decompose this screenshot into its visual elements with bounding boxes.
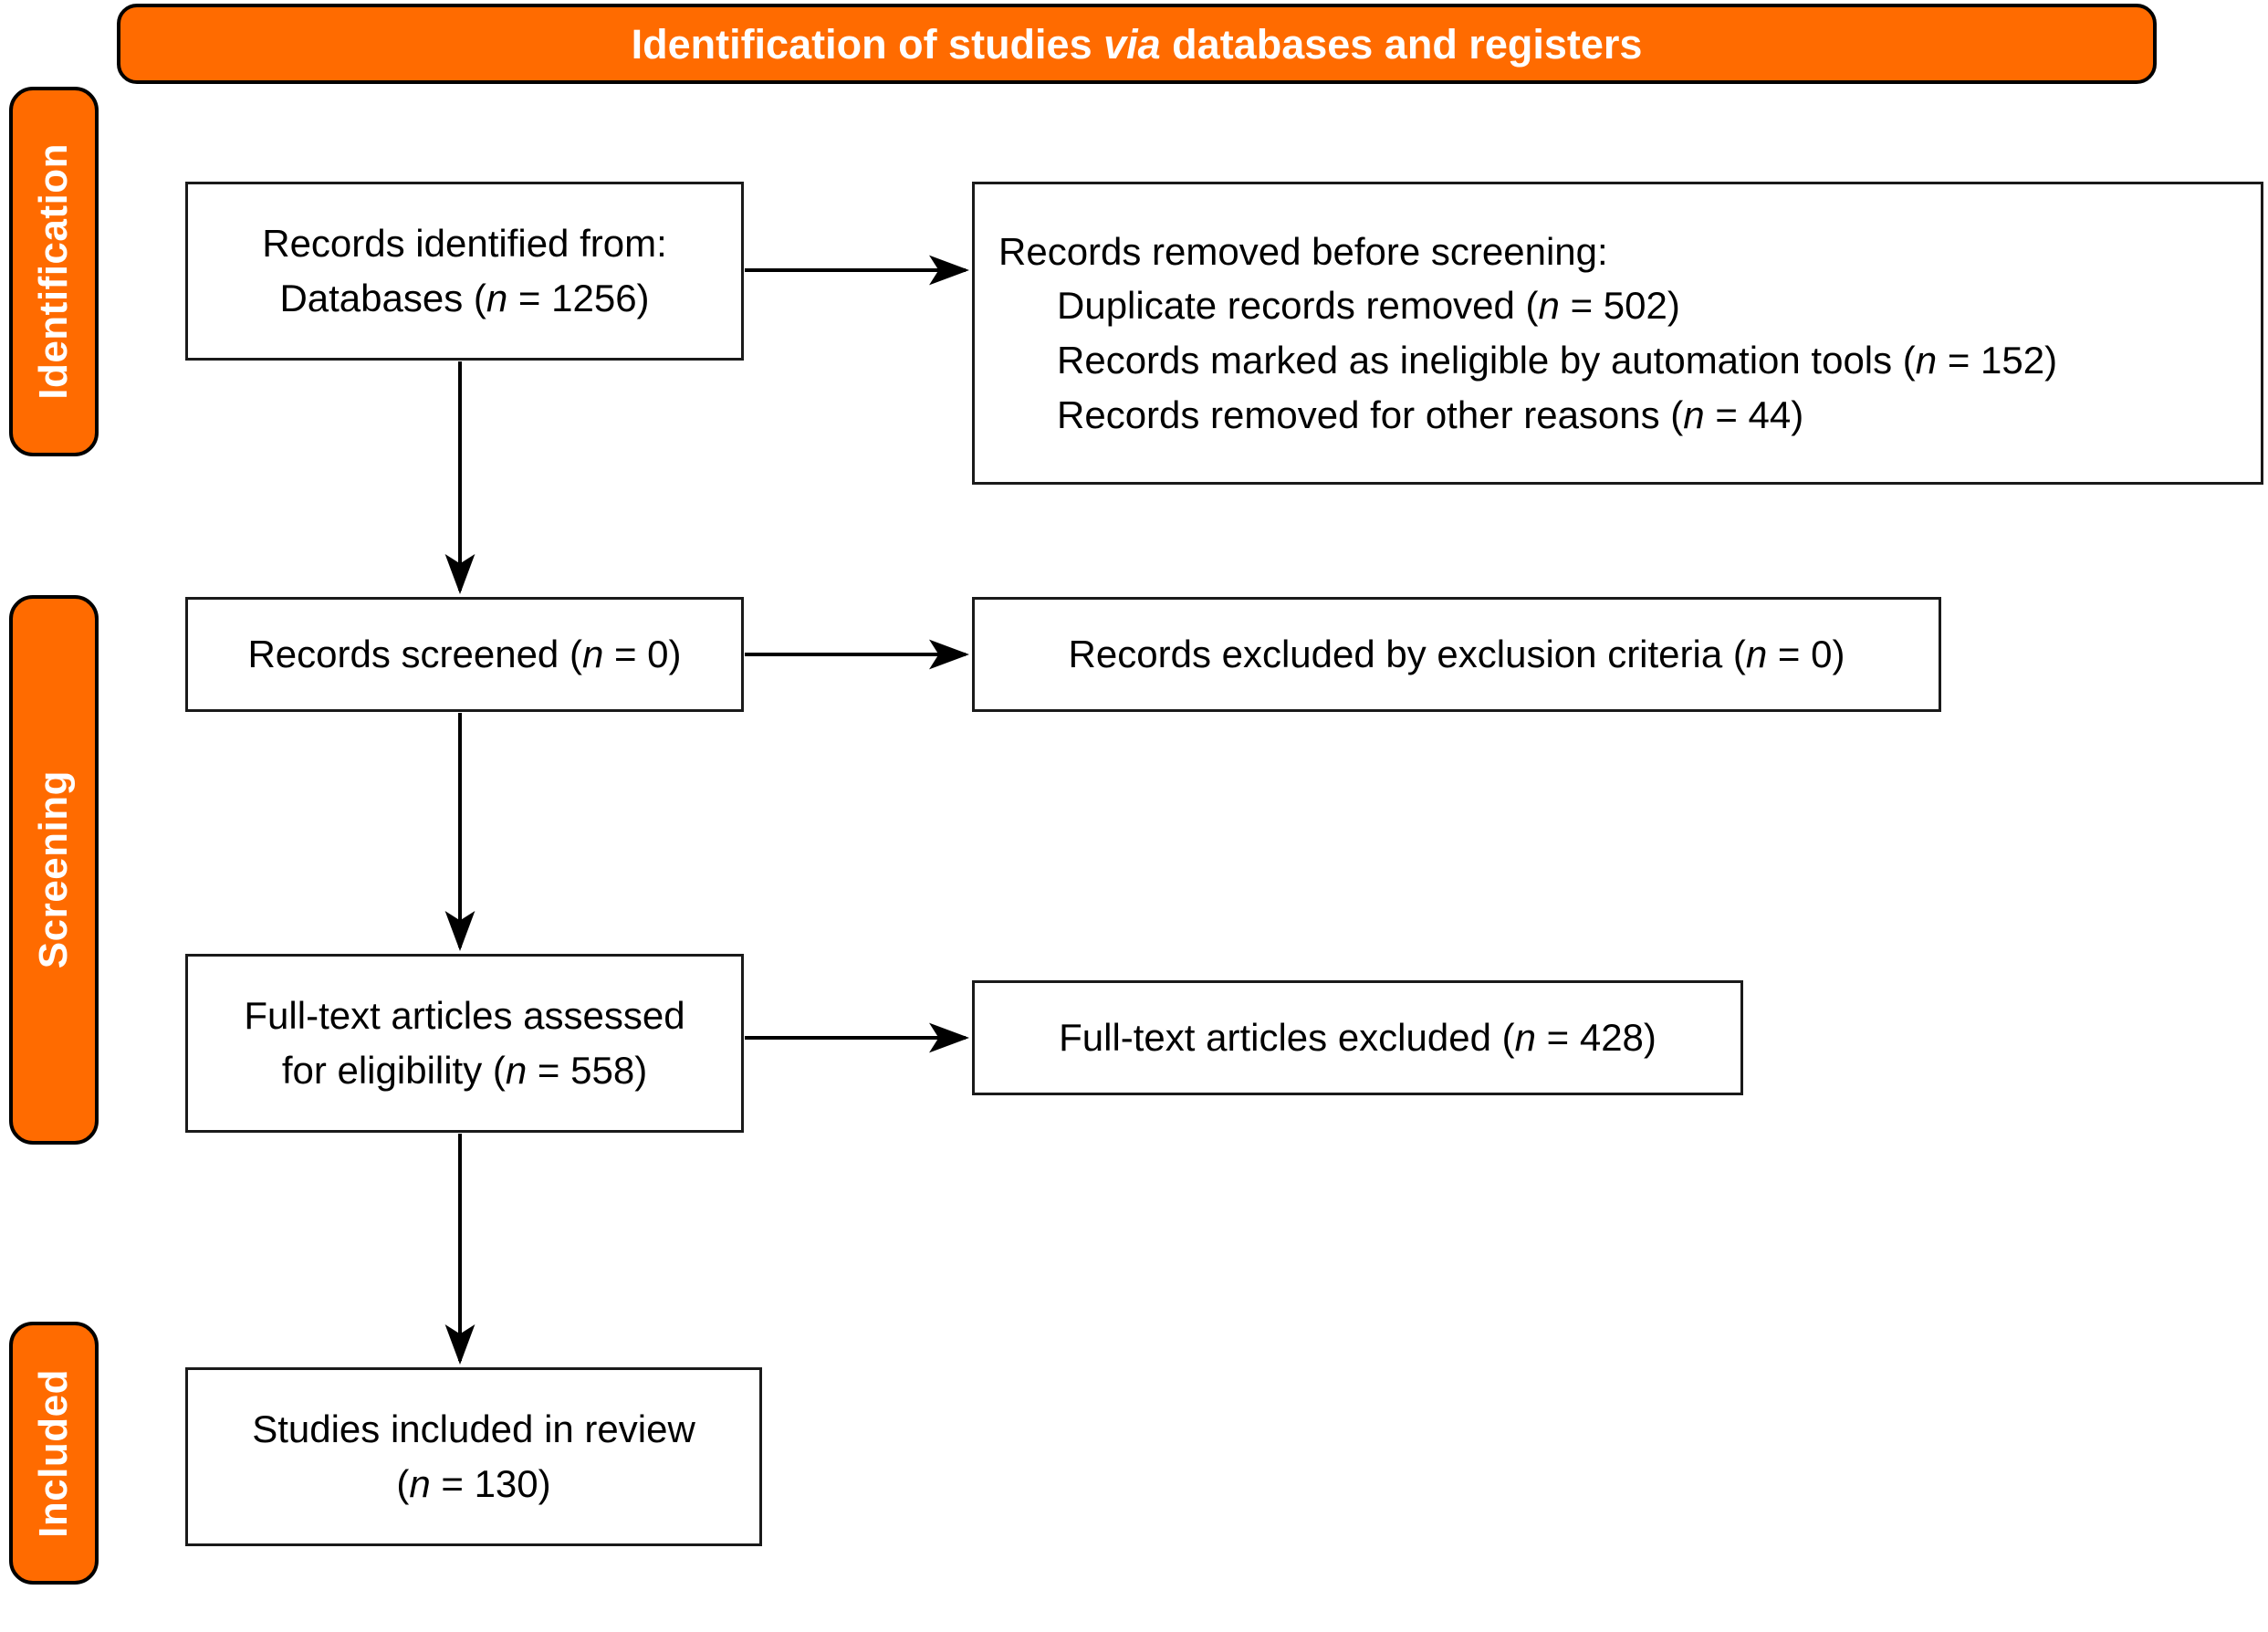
fulltext-excluded-line1-post: = 428) (1535, 1016, 1657, 1060)
records-screened-line1-post: = 0) (603, 633, 682, 676)
records-removed-item3-post: = 44) (1704, 392, 1804, 436)
records-excluded-line1: Records excluded by exclusion criteria (… (1069, 627, 1845, 682)
header-banner-title: Identification of studies via databases … (632, 24, 1643, 65)
records-removed-item2-post: = 152) (1937, 339, 2058, 382)
records-identified-line2-italic: n (486, 277, 508, 319)
records-removed-item2-pre: Records marked as ineligible by automati… (1057, 339, 1916, 382)
records-removed-item3-pre: Records removed for other reasons ( (1057, 392, 1684, 436)
records-excluded-line1-pre: Records excluded by exclusion criteria ( (1068, 633, 1746, 676)
banner-title-italic: via (1103, 20, 1161, 68)
studies-included-line2-post: = 130) (430, 1462, 551, 1505)
studies-included-line2-italic: n (409, 1462, 431, 1505)
box-studies-included: Studies included in review (n = 130) (185, 1367, 762, 1546)
stage-tab-included: Included (9, 1322, 99, 1585)
fulltext-excluded-line1: Full-text articles excluded (n = 428) (1059, 1010, 1657, 1065)
records-removed-item3-italic: n (1683, 392, 1705, 436)
records-identified-line2: Databases (n = 1256) (279, 271, 649, 326)
records-removed-heading: Records removed before screening: (998, 229, 1608, 273)
banner-title-part2: databases and registers (1160, 20, 1643, 68)
header-banner: Identification of studies via databases … (117, 4, 2157, 84)
box-records-excluded: Records excluded by exclusion criteria (… (972, 597, 1941, 712)
records-removed-item1-post: = 502) (1559, 284, 1680, 328)
box-records-screened: Records screened (n = 0) (185, 597, 744, 712)
fulltext-excluded-line1-italic: n (1514, 1016, 1536, 1060)
records-identified-line1: Records identified from: (262, 222, 667, 266)
records-removed-item-duplicate: Duplicate records removed (n = 502) (998, 278, 1680, 333)
records-removed-item1-italic: n (1538, 284, 1560, 328)
fulltext-assessed-line2-pre: for eligibility ( (281, 1049, 506, 1092)
studies-included-line2-pre: ( (396, 1462, 410, 1505)
records-removed-item-automation: Records marked as ineligible by automati… (998, 333, 2057, 388)
fulltext-assessed-line1: Full-text articles assessed (244, 994, 685, 1038)
studies-included-line2: (n = 130) (396, 1457, 550, 1512)
box-fulltext-assessed: Full-text articles assessed for eligibil… (185, 954, 744, 1133)
records-screened-line1: Records screened (n = 0) (247, 627, 681, 682)
records-excluded-line1-italic: n (1745, 633, 1768, 676)
records-removed-item2-italic: n (1915, 339, 1938, 382)
records-removed-item-other: Records removed for other reasons (n = 4… (998, 388, 1803, 443)
box-records-identified: Records identified from: Databases (n = … (185, 182, 744, 361)
stage-tab-identification: Identification (9, 87, 99, 456)
stage-tab-identification-label: Identification (31, 143, 76, 400)
box-fulltext-excluded: Full-text articles excluded (n = 428) (972, 980, 1743, 1095)
records-identified-line2-pre: Databases ( (279, 277, 486, 319)
records-removed-item1-pre: Duplicate records removed ( (1057, 284, 1539, 328)
fulltext-assessed-line2-italic: n (505, 1049, 528, 1092)
fulltext-excluded-line1-pre: Full-text articles excluded ( (1059, 1016, 1515, 1060)
studies-included-line1: Studies included in review (252, 1407, 695, 1451)
stage-tab-included-label: Included (31, 1368, 76, 1538)
records-screened-line1-pre: Records screened ( (247, 633, 582, 676)
fulltext-assessed-line2: for eligibility (n = 558) (282, 1043, 647, 1098)
records-screened-line1-italic: n (581, 633, 604, 676)
records-identified-line2-post: = 1256) (507, 277, 650, 319)
records-excluded-line1-post: = 0) (1767, 633, 1845, 676)
fulltext-assessed-line2-post: = 558) (527, 1049, 648, 1092)
stage-tab-screening-label: Screening (31, 770, 76, 969)
banner-title-part1: Identification of studies (631, 20, 1104, 68)
stage-tab-screening: Screening (9, 595, 99, 1145)
box-records-removed: Records removed before screening: Duplic… (972, 182, 2263, 485)
